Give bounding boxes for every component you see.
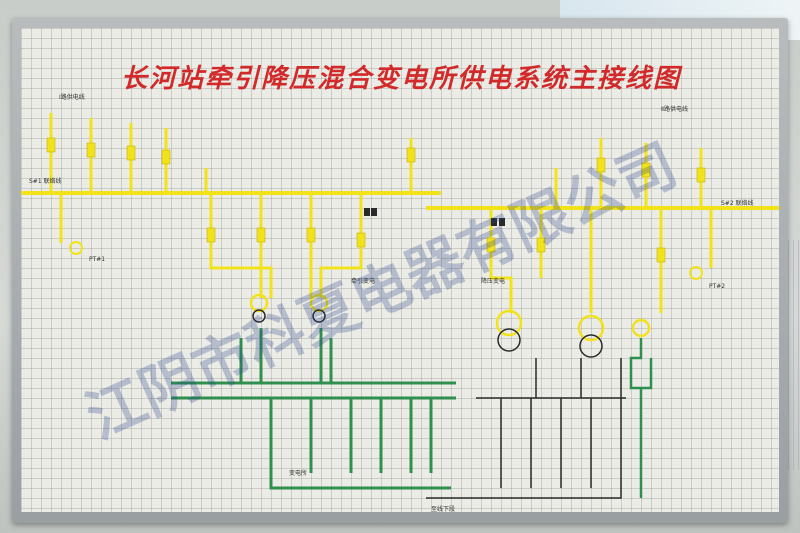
label-bus-main: S#1 联络线 [29, 178, 62, 185]
traction-transformers [249, 293, 651, 342]
label-left-load: 变电所 [289, 470, 308, 477]
wiring-board: 长河站牵引降压混合变电所供电系统主接线图 [21, 28, 779, 512]
pt1-symbol [69, 241, 83, 255]
label-pt1: PT#1 [89, 256, 106, 263]
label-feeder-1: Ⅰ路供电线 [59, 94, 85, 101]
label-bus-right: S#2 联络线 [721, 200, 754, 207]
label-right-load: 至线下段 [431, 506, 456, 512]
green-bus [171, 328, 456, 490]
label-traction: 牵引变电 [351, 278, 376, 285]
wiring-diagram [21, 113, 779, 499]
black-lines [426, 358, 626, 499]
left-feeders [49, 113, 208, 243]
switch-blocks [46, 137, 706, 263]
label-feeder-2: Ⅱ路供电线 [661, 106, 688, 113]
label-station: 降压变电 [481, 278, 506, 285]
board-title: 长河站牵引降压混合变电所供电系统主接线图 [120, 64, 681, 94]
indicator-blocks [364, 208, 505, 226]
pt2-symbol [689, 266, 703, 280]
label-pt2: PT#2 [709, 283, 726, 290]
